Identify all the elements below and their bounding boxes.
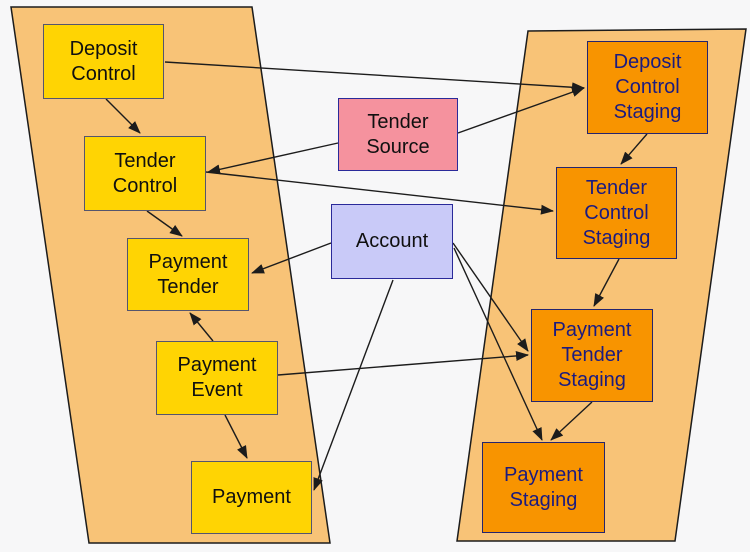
arrow-deposit-control-to-deposit-control-staging [164, 61, 585, 93]
arrow-account-to-payment-tender-staging [452, 242, 529, 352]
arrow-account-to-payment [313, 279, 394, 491]
node-payment-event: Payment Event [156, 341, 278, 415]
node-label: Tender Control Staging [582, 176, 651, 249]
arrow-payment-event-to-payment-tender-staging [277, 350, 529, 376]
node-payment-tender: Payment Tender [127, 238, 249, 311]
node-label: Deposit Control Staging [613, 51, 682, 123]
node-label: Payment [212, 486, 291, 508]
arrow-deposit-control-staging-to-tender-control-staging [620, 133, 648, 165]
node-label: Tender Control [112, 149, 178, 197]
node-label: Payment Event [177, 354, 257, 401]
node-tender-control: Tender Control [84, 136, 206, 211]
node-label: Payment Tender [148, 250, 228, 298]
node-label: Payment Staging [504, 463, 583, 511]
node-tender-control-staging: Tender Control Staging [556, 167, 677, 259]
node-label: Deposit Control [69, 37, 138, 85]
arrow-deposit-control-to-tender-control [105, 98, 141, 134]
arrow-tender-control-staging-to-payment-tender-staging [593, 258, 620, 307]
arrow-tender-source-to-tender-control [207, 142, 339, 175]
node-deposit-control: Deposit Control [43, 24, 164, 99]
arrow-account-to-payment-tender [251, 242, 332, 274]
node-label: Account [355, 230, 429, 252]
node-payment-staging: Payment Staging [482, 442, 605, 533]
node-tender-source: Tender Source [338, 98, 458, 171]
arrow-payment-tender-staging-to-payment-staging [550, 401, 593, 441]
node-payment: Payment [191, 461, 312, 534]
arrow-tender-source-to-deposit-control-staging [457, 87, 585, 134]
node-deposit-control-staging: Deposit Control Staging [587, 41, 708, 134]
node-account: Account [331, 204, 453, 279]
node-payment-tender-staging: Payment Tender Staging [531, 309, 653, 402]
arrow-payment-event-to-payment-tender [189, 312, 214, 342]
arrow-tender-control-to-payment-tender [146, 210, 183, 237]
arrow-account-to-payment-staging [453, 247, 543, 441]
arrow-tender-control-to-tender-control-staging [205, 171, 554, 215]
node-label: Tender Source [366, 110, 430, 158]
node-label: Payment Tender Staging [552, 319, 632, 391]
arrow-payment-event-to-payment [224, 414, 248, 459]
